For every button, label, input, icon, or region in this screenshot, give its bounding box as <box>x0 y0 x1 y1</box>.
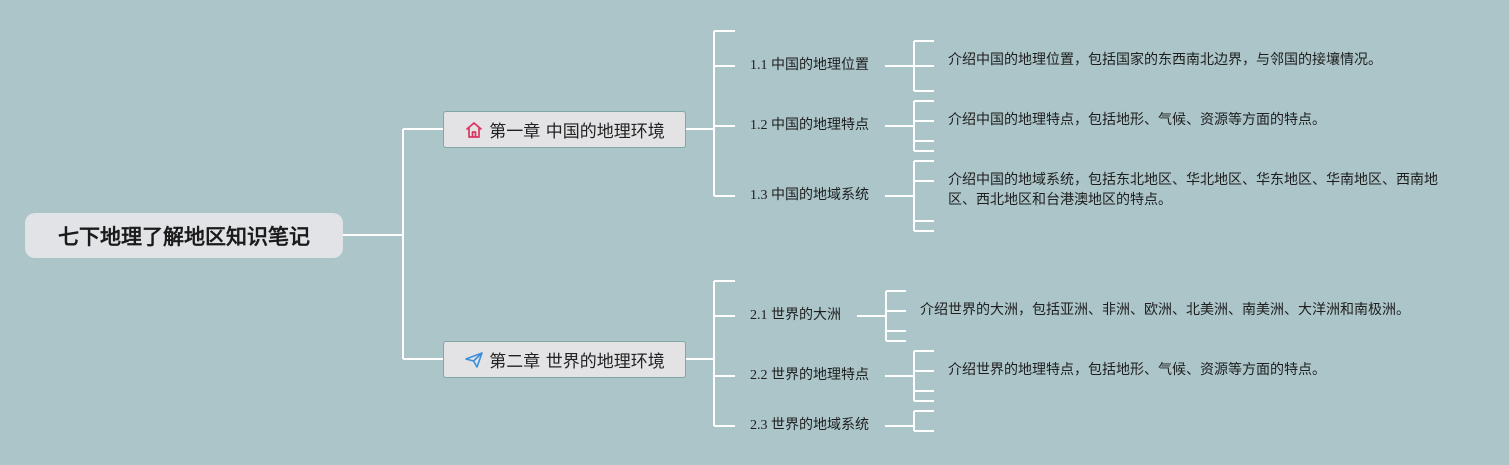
desc-2-2-text: 介绍世界的地理特点，包括地形、气候、资源等方面的特点。 <box>948 363 1326 378</box>
section-2-3[interactable]: 2.3 世界的地域系统 <box>750 417 869 435</box>
section-2-1-title: 2.1 世界的大洲 <box>750 308 841 323</box>
desc-1-3-text: 介绍中国的地域系统，包括东北地区、华北地区、华东地区、华南地区、西南地区、西北地… <box>948 173 1438 208</box>
desc-2-1-text: 介绍世界的大洲，包括亚洲、非洲、欧洲、北美洲、南美洲、大洋洲和南极洲。 <box>920 303 1410 318</box>
section-1-2-title: 1.2 中国的地理特点 <box>750 118 869 133</box>
desc-1-2[interactable]: 介绍中国的地理特点，包括地形、气候、资源等方面的特点。 <box>948 111 1468 131</box>
chapter-1-title: 第一章 中国的地理环境 <box>489 122 665 142</box>
paper-plane-icon <box>464 350 484 370</box>
section-1-3[interactable]: 1.3 中国的地域系统 <box>750 187 869 205</box>
desc-1-3[interactable]: 介绍中国的地域系统，包括东北地区、华北地区、华东地区、华南地区、西南地区、西北地… <box>948 171 1446 211</box>
chapter-2-title: 第二章 世界的地理环境 <box>489 352 665 372</box>
home-icon <box>464 120 484 140</box>
section-2-2-title: 2.2 世界的地理特点 <box>750 368 869 383</box>
section-1-3-title: 1.3 中国的地域系统 <box>750 188 869 203</box>
desc-1-1-text: 介绍中国的地理位置，包括国家的东西南北边界，与邻国的接壤情况。 <box>948 53 1382 68</box>
section-2-1[interactable]: 2.1 世界的大洲 <box>750 307 841 325</box>
desc-1-1[interactable]: 介绍中国的地理位置，包括国家的东西南北边界，与邻国的接壤情况。 <box>948 51 1468 71</box>
section-1-2[interactable]: 1.2 中国的地理特点 <box>750 117 869 135</box>
section-2-3-title: 2.3 世界的地域系统 <box>750 418 869 433</box>
section-1-1[interactable]: 1.1 中国的地理位置 <box>750 57 869 75</box>
root-title: 七下地理了解地区知识笔记 <box>58 224 310 249</box>
root-topic[interactable]: 七下地理了解地区知识笔记 <box>25 213 343 258</box>
section-2-2[interactable]: 2.2 世界的地理特点 <box>750 367 869 385</box>
chapter-1-topic[interactable]: 第一章 中国的地理环境 <box>443 111 686 148</box>
section-1-1-title: 1.1 中国的地理位置 <box>750 58 869 73</box>
desc-1-2-text: 介绍中国的地理特点，包括地形、气候、资源等方面的特点。 <box>948 113 1326 128</box>
chapter-2-topic[interactable]: 第二章 世界的地理环境 <box>443 341 686 378</box>
desc-2-2[interactable]: 介绍世界的地理特点，包括地形、气候、资源等方面的特点。 <box>948 361 1468 381</box>
desc-2-1[interactable]: 介绍世界的大洲，包括亚洲、非洲、欧洲、北美洲、南美洲、大洋洲和南极洲。 <box>920 301 1480 321</box>
